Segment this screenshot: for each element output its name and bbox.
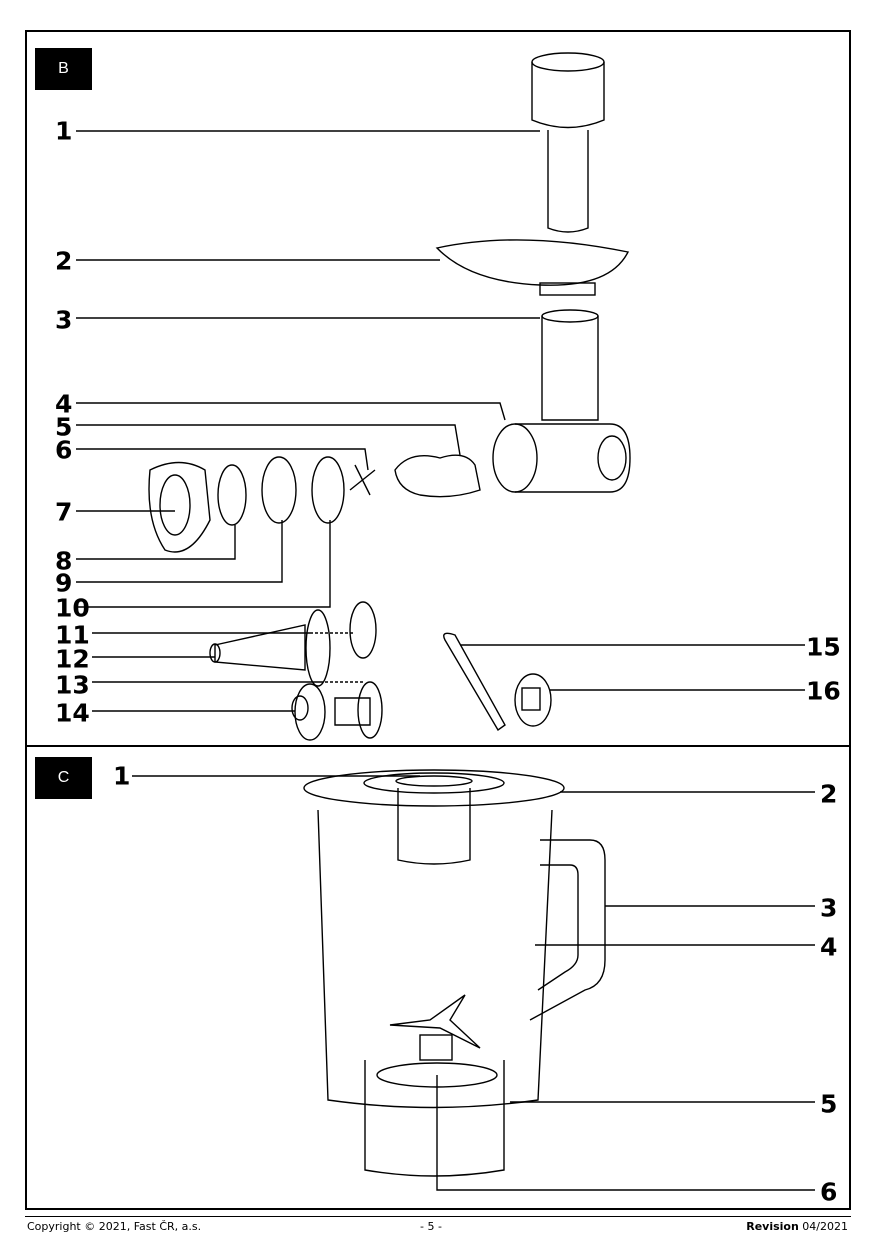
callout-c-4: 4 (820, 932, 838, 962)
section-c-blender (303, 769, 606, 1177)
revision-label: Revision (746, 1220, 799, 1233)
callout-c-2: 2 (820, 779, 838, 809)
callout-b-1: 1 (55, 116, 73, 146)
footer-copyright: Copyright © 2021, Fast ČR, a.s. (27, 1220, 202, 1233)
callout-b-6: 6 (55, 435, 73, 465)
callout-b-12: 12 (55, 644, 90, 674)
callout-b-13: 13 (55, 670, 90, 700)
section-b-parts (148, 52, 631, 741)
callout-b-4: 4 (55, 389, 73, 419)
callout-c-5: 5 (820, 1089, 838, 1119)
callout-b-3: 3 (55, 305, 73, 335)
callout-b-16: 16 (806, 676, 841, 706)
section-divider (25, 745, 851, 747)
callout-b-2: 2 (55, 246, 73, 276)
section-c-leaders (132, 775, 815, 1191)
footer-rule (25, 1216, 851, 1217)
footer-page-number: - 5 - (420, 1220, 442, 1233)
page-frame (25, 30, 851, 1210)
callout-c-6: 6 (820, 1177, 838, 1207)
callout-b-8: 8 (55, 546, 73, 576)
callout-c-3: 3 (820, 893, 838, 923)
revision-value: 04/2021 (802, 1220, 848, 1233)
section-b-leaders (76, 130, 805, 712)
callout-b-14: 14 (55, 698, 90, 728)
footer-revision: Revision 04/2021 (746, 1220, 848, 1233)
callout-b-15: 15 (806, 632, 841, 662)
callout-b-11: 11 (55, 620, 90, 650)
callout-b-10: 10 (55, 593, 90, 623)
callout-c-1: 1 (113, 761, 131, 791)
callout-b-5: 5 (55, 412, 73, 442)
callout-b-7: 7 (55, 497, 73, 527)
section-c-label: C (35, 757, 92, 799)
callout-b-9: 9 (55, 568, 73, 598)
section-b-label: B (35, 48, 92, 90)
